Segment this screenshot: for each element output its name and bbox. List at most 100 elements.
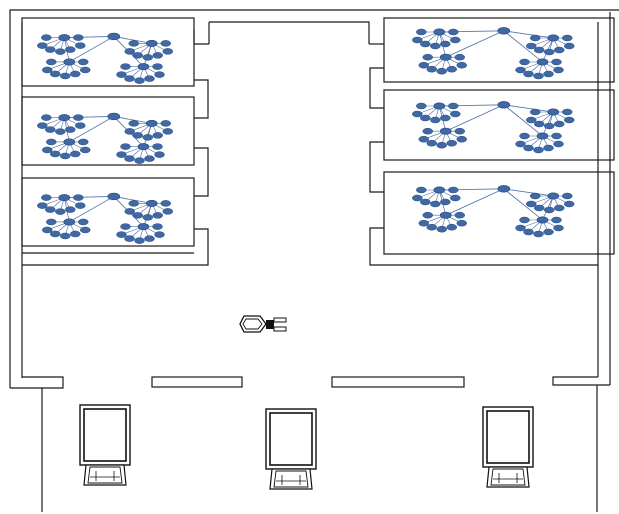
network-node — [70, 70, 81, 78]
network-node — [124, 208, 135, 215]
network-node — [78, 58, 89, 66]
network-node — [440, 40, 451, 48]
network-node — [116, 151, 127, 158]
network-node — [152, 223, 163, 230]
network-node — [65, 126, 76, 133]
network-node — [60, 232, 71, 240]
network-node — [519, 58, 530, 66]
door-terminal-icon — [79, 404, 131, 486]
network-node — [426, 223, 437, 231]
network-node — [533, 230, 544, 238]
network-node — [152, 52, 163, 59]
network-node — [58, 34, 71, 42]
link — [503, 104, 543, 137]
network-node — [142, 134, 153, 141]
link — [503, 30, 543, 63]
network-node — [70, 150, 81, 158]
network-node — [439, 53, 452, 61]
network-node — [440, 198, 451, 206]
network-node — [37, 202, 48, 209]
network-node — [544, 122, 555, 130]
room-left-2 — [21, 96, 195, 166]
network-node — [433, 28, 446, 36]
network-node — [41, 34, 52, 41]
network-hub — [497, 185, 511, 193]
network-node — [65, 46, 76, 53]
network-node — [137, 143, 150, 151]
network-node — [536, 132, 549, 140]
network-node — [562, 192, 573, 200]
network-node — [42, 146, 53, 154]
network-node — [50, 150, 61, 158]
network-node — [422, 53, 433, 61]
network-node — [120, 143, 131, 150]
link — [445, 30, 504, 58]
network-node — [65, 206, 76, 213]
bottom-wall — [10, 376, 610, 512]
network-node — [162, 128, 173, 135]
network-node — [41, 114, 52, 121]
network-cluster-icon — [412, 185, 575, 238]
network-node — [160, 120, 171, 127]
link — [503, 30, 554, 39]
network-hub — [497, 101, 511, 109]
network-node — [536, 58, 549, 66]
wall-segment-1 — [151, 376, 243, 388]
network-node — [564, 42, 575, 50]
network-node — [534, 204, 545, 212]
network-node — [519, 216, 530, 224]
room-right-1 — [383, 17, 615, 83]
network-node — [553, 66, 564, 74]
network-node — [55, 128, 66, 135]
network-node — [120, 223, 131, 230]
link — [445, 188, 504, 216]
network-node — [73, 34, 84, 41]
network-cluster-icon — [37, 192, 173, 244]
network-node — [523, 144, 534, 152]
link — [503, 188, 554, 197]
network-node — [78, 218, 89, 226]
network-node — [515, 224, 526, 232]
network-node — [439, 211, 452, 219]
network-node — [526, 116, 537, 124]
network-node — [124, 48, 135, 55]
network-node — [448, 28, 459, 36]
network-node — [554, 46, 565, 54]
network-cluster-icon — [37, 112, 173, 164]
network-node — [562, 34, 573, 42]
network-node — [80, 66, 91, 74]
network-node — [547, 108, 560, 116]
network-node — [526, 42, 537, 50]
network-node — [144, 75, 155, 82]
network-node — [450, 110, 461, 118]
network-node — [145, 199, 158, 207]
room-left-1 — [21, 17, 195, 87]
network-node — [551, 132, 562, 140]
network-node — [144, 155, 155, 162]
network-node — [160, 200, 171, 207]
right-rooms — [369, 17, 615, 266]
network-node — [439, 127, 452, 135]
network-node — [137, 223, 150, 231]
network-node — [554, 120, 565, 128]
network-node — [553, 140, 564, 148]
robot-icon — [239, 315, 287, 333]
network-node — [124, 75, 135, 82]
network-cluster-icon — [37, 32, 173, 84]
network-node — [75, 202, 86, 209]
network-node — [530, 108, 541, 116]
network-node — [430, 116, 441, 124]
network-node — [544, 48, 555, 56]
door-terminal-icon — [265, 408, 317, 490]
network-node — [132, 212, 143, 219]
network-node — [124, 155, 135, 162]
network-node — [420, 114, 431, 122]
network-node — [433, 186, 446, 194]
network-node — [543, 228, 554, 236]
network-node — [152, 63, 163, 70]
network-node — [515, 140, 526, 148]
network-node — [446, 65, 457, 73]
network-node — [530, 34, 541, 42]
network-cluster-icon — [412, 27, 575, 80]
